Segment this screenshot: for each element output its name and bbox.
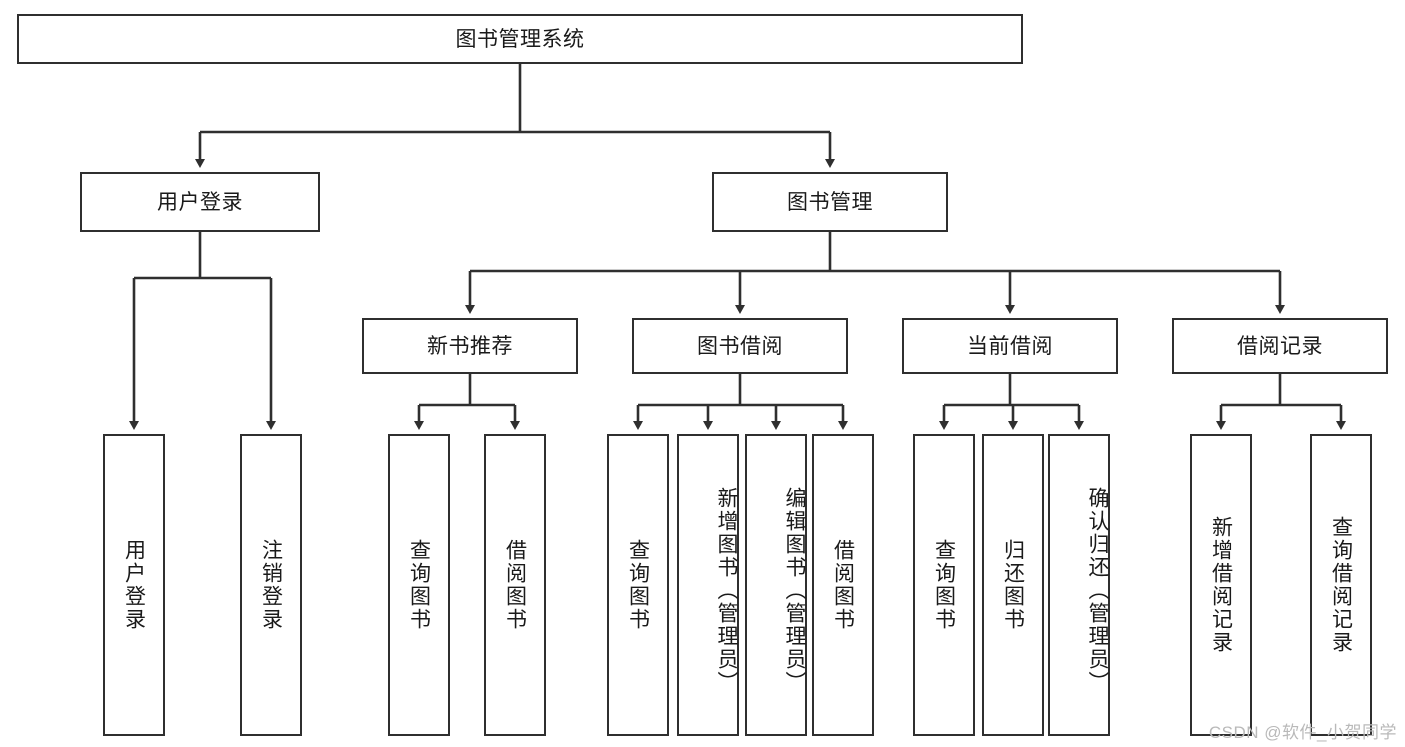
node-leaf-query-book-1-label: 查询图书 (407, 539, 431, 631)
node-leaf-confirm-return[interactable]: 确认归还（管理员） (1048, 434, 1110, 736)
node-leaf-edit-book-label: 编辑图书（管理员） (783, 486, 806, 694)
node-leaf-edit-book[interactable]: 编辑图书（管理员） (745, 434, 807, 736)
node-leaf-query-book-1[interactable]: 查询图书 (388, 434, 450, 736)
node-leaf-borrow-book-1-label: 借阅图书 (503, 539, 527, 631)
node-book-manage[interactable]: 图书管理 (712, 172, 948, 232)
node-root[interactable]: 图书管理系统 (17, 14, 1023, 64)
node-leaf-return-book-label: 归还图书 (1001, 539, 1025, 631)
node-leaf-add-record[interactable]: 新增借阅记录 (1190, 434, 1252, 736)
node-leaf-logout[interactable]: 注销登录 (240, 434, 302, 736)
node-leaf-query-record[interactable]: 查询借阅记录 (1310, 434, 1372, 736)
node-user-login[interactable]: 用户登录 (80, 172, 320, 232)
node-leaf-logout-label: 注销登录 (259, 539, 283, 631)
watermark: CSDN @软件_小贺同学 (1208, 723, 1397, 742)
node-book-borrow-label: 图书借阅 (697, 334, 783, 358)
node-book-borrow[interactable]: 图书借阅 (632, 318, 848, 374)
node-leaf-borrow-book-1[interactable]: 借阅图书 (484, 434, 546, 736)
node-leaf-return-book[interactable]: 归还图书 (982, 434, 1044, 736)
node-current-borrow[interactable]: 当前借阅 (902, 318, 1118, 374)
node-leaf-add-book[interactable]: 新增图书（管理员） (677, 434, 739, 736)
node-book-manage-label: 图书管理 (787, 190, 873, 214)
node-borrow-record-label: 借阅记录 (1237, 334, 1323, 358)
node-leaf-confirm-return-label: 确认归还（管理员） (1086, 486, 1109, 694)
node-leaf-user-login-label: 用户登录 (122, 539, 146, 631)
node-leaf-add-record-label: 新增借阅记录 (1209, 516, 1233, 654)
node-new-book-recommend-label: 新书推荐 (427, 334, 513, 358)
node-new-book-recommend[interactable]: 新书推荐 (362, 318, 578, 374)
node-leaf-borrow-book-2-label: 借阅图书 (831, 539, 855, 631)
node-leaf-query-book-2[interactable]: 查询图书 (607, 434, 669, 736)
node-root-label: 图书管理系统 (455, 27, 585, 51)
node-borrow-record[interactable]: 借阅记录 (1172, 318, 1388, 374)
node-leaf-add-book-label: 新增图书（管理员） (715, 486, 738, 694)
node-leaf-user-login[interactable]: 用户登录 (103, 434, 165, 736)
node-user-login-label: 用户登录 (157, 190, 243, 214)
node-leaf-query-record-label: 查询借阅记录 (1329, 516, 1353, 654)
node-leaf-borrow-book-2[interactable]: 借阅图书 (812, 434, 874, 736)
node-leaf-query-book-2-label: 查询图书 (626, 539, 650, 631)
node-leaf-query-book-3[interactable]: 查询图书 (913, 434, 975, 736)
node-current-borrow-label: 当前借阅 (967, 334, 1053, 358)
node-leaf-query-book-3-label: 查询图书 (932, 539, 956, 631)
